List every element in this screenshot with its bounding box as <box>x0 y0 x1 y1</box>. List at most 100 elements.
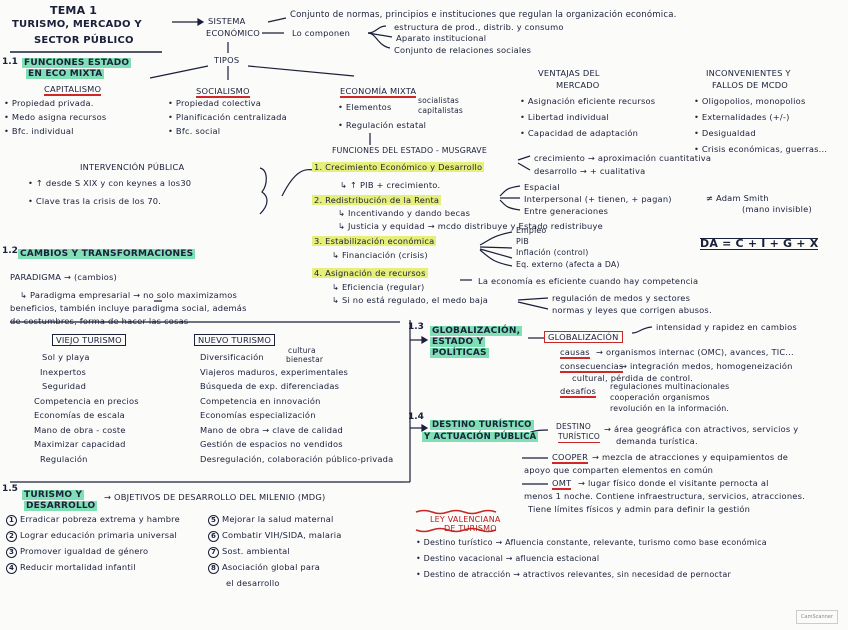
glob-consecuencias: consecuencias <box>560 361 624 373</box>
funciones-title: EN ECO MIXTA <box>26 69 105 79</box>
odm-text: Erradicar pobreza extrema y hambre <box>20 514 180 524</box>
destino-title: DESTINO TURÍSTICO <box>430 420 534 430</box>
title-line3: SECTOR PÚBLICO <box>34 35 134 46</box>
paradigma-text: ↳ Paradigma empresarial → no solo maximi… <box>20 290 238 300</box>
smith-note: ≠ Adam Smith <box>706 193 769 203</box>
odm-number: 7 <box>208 547 219 558</box>
nuevo-item: Economías especialización <box>200 410 316 420</box>
viejo-item: Sol y playa <box>42 352 90 362</box>
glob-cons-text: cultural, pérdida de control. <box>572 373 694 383</box>
socialismo-title: SOCIALISMO <box>196 86 250 98</box>
glob-cons-text: → integración medos, homogeneización <box>620 361 793 371</box>
odm-number: 4 <box>6 563 17 574</box>
odm-text: Reducir mortalidad infantil <box>20 562 136 572</box>
intervencion-item: • ↑ desde S XIX y con keynes a los30 <box>28 178 192 188</box>
odm-text: Asociación global para <box>222 562 321 572</box>
title-line2: TURISMO, MERCADO Y <box>12 19 142 30</box>
capitalismo-title: CAPITALISMO <box>44 84 102 96</box>
musgrave-f2s: Espacial <box>524 182 560 192</box>
ventajas-title: MERCADO <box>556 80 600 90</box>
glob-desafios: desafíos <box>560 386 597 398</box>
intervencion-title: INTERVENCIÓN PÚBLICA <box>80 162 185 172</box>
nuevo-item: Diversificación <box>200 352 264 362</box>
odm-number: 3 <box>6 547 17 558</box>
musgrave-f4b: ↳ Si no está regulado, el medo baja <box>332 295 488 305</box>
capitalismo-item: • Bfc. individual <box>4 126 74 136</box>
odm-number: 6 <box>208 531 219 542</box>
musgrave-f1a: crecimiento → aproximación cuantitativa <box>534 153 712 163</box>
odm-header: → OBJETIVOS DE DESARROLLO DEL MILENIO (M… <box>104 492 326 502</box>
viejo-item: Maximizar capacidad <box>34 439 126 449</box>
musgrave-f1c: ↳ ↑ PIB + crecimiento. <box>340 180 441 190</box>
mixta-title: ECONOMÍA MIXTA <box>340 86 417 98</box>
musgrave-f3s: Eq. externo (afecta a DA) <box>516 260 620 269</box>
socialismo-item: • Planificación centralizada <box>168 112 287 122</box>
mixta-sub: capitalistas <box>418 106 464 115</box>
section-number: 1.1 <box>2 57 18 67</box>
destino-label: TURÍSTICO <box>558 432 600 443</box>
intervencion-item: • Clave tras la crisis de los 70. <box>28 196 162 206</box>
title-line1: TEMA 1 <box>50 4 98 17</box>
odm-number: 1 <box>6 515 17 526</box>
musgrave-f4c: La economía es eficiente cuando hay comp… <box>478 276 699 286</box>
omt-text: → lugar físico donde el visitante pernoc… <box>578 478 769 488</box>
section-number: 1.4 <box>408 412 424 422</box>
musgrave-f4: 4. Asignación de recursos <box>312 268 428 278</box>
sistema-label2: ECONÓMICO <box>206 28 261 38</box>
viejo-item: Mano de obra - coste <box>34 424 126 435</box>
destino-title: Y ACTUACIÓN PÚBLICA <box>422 432 539 442</box>
nuevo-item: Búsqueda de exp. diferenciadas <box>200 381 340 391</box>
musgrave-f3: 3. Estabilización económica <box>312 236 437 246</box>
glob-label: GLOBALIZACIÓN <box>544 331 623 343</box>
odm-title: TURISMO Y <box>22 490 85 500</box>
destino-label: DESTINO <box>556 422 591 431</box>
paradigma-text: beneficios, también incluye paradigma so… <box>10 303 247 313</box>
musgrave-f4a: ↳ Eficiencia (regular) <box>332 282 425 292</box>
sistema-item: Conjunto de relaciones sociales <box>394 45 532 55</box>
mixta-sub: socialistas <box>418 96 460 105</box>
glob-g1: intensidad y rapidez en cambios <box>656 322 797 332</box>
musgrave-f3a: ↳ Financiación (crisis) <box>332 250 428 260</box>
nuevo-extra: bienestar <box>286 355 324 364</box>
inconvenientes-item: • Desigualdad <box>694 128 756 138</box>
glob-title: POLÍTICAS <box>430 348 489 358</box>
inconvenientes-item: • Oligopolios, monopolios <box>694 96 806 106</box>
musgrave-f2a: ↳ Incentivando y dando becas <box>338 208 471 218</box>
inconvenientes-title: FALLOS DE MCDO <box>712 80 789 90</box>
camscanner-logo: CamScanner <box>796 610 838 624</box>
section-number: 1.2 <box>2 246 18 256</box>
odm-text: Combatir VIH/SIDA, malaria <box>222 530 342 540</box>
glob-causas: causas <box>560 347 590 359</box>
viejo-item: Competencia en precios <box>34 395 139 406</box>
sistema-item: Aparato institucional <box>396 33 487 43</box>
sistema-item: estructura de prod., distrib. y consumo <box>394 22 564 32</box>
odm-number: 8 <box>208 563 219 574</box>
nuevo-item: Viajeros maduros, experimentales <box>200 366 349 377</box>
viejo-item: Regulación <box>40 453 88 464</box>
ventajas-item: • Capacidad de adaptación <box>520 128 639 138</box>
sistema-componen: Lo componen <box>292 28 351 38</box>
socialismo-item: • Propiedad colectiva <box>168 98 261 108</box>
paradigma-label: PARADIGMA → (cambios) <box>10 272 117 282</box>
musgrave-f2s: Entre generaciones <box>524 206 609 216</box>
odm-text: Promover igualdad de género <box>20 546 149 556</box>
inconvenientes-title: INCONVENIENTES Y <box>706 68 791 78</box>
smith-note: (mano invisible) <box>742 204 812 214</box>
da-formula: DA = C + I + G + X <box>700 237 819 250</box>
section-number: 1.5 <box>2 484 18 494</box>
musgrave-f2b: ↳ Justicia y equidad → mcdo distribuye y… <box>338 221 603 231</box>
tipos-label: TIPOS <box>214 55 240 65</box>
nuevo-item: Competencia en innovación <box>200 395 321 406</box>
nuevo-title: NUEVO TURISMO <box>194 334 276 346</box>
cooper-text: apoyo que comparten elementos en común <box>524 465 714 475</box>
odm-title: DESARROLLO <box>24 501 98 511</box>
paradigma-text: de costumbres, forma de hacer las cosas <box>10 316 189 326</box>
glob-title: GLOBALIZACIÓN, <box>430 326 523 336</box>
